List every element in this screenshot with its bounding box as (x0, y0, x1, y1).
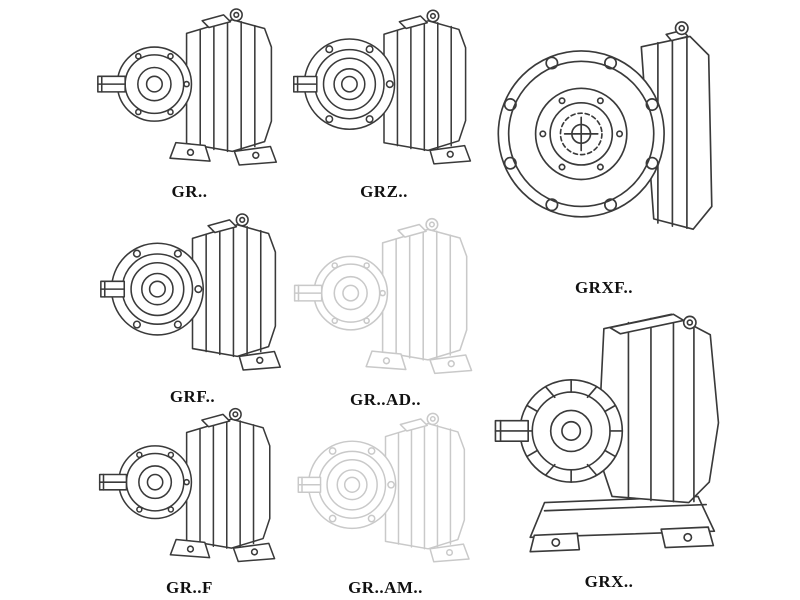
model-label-gr-ad: GR..AD.. (349, 390, 422, 409)
model-label-grx: GRX.. (584, 572, 634, 591)
single-stage-foot-mounted-gear-unit-drawing (490, 300, 728, 566)
model-label-grxf: GRXF.. (574, 278, 634, 297)
model-label-gr-f: GR..F (166, 578, 213, 597)
model-label-gr-am: GR..AM.. (348, 578, 423, 597)
model-label-grf: GRF.. (169, 387, 216, 406)
figure-gr-ad: GR..AD.. (288, 210, 483, 410)
flange-ring-helical-gear-unit-drawing (288, 0, 480, 176)
figure-grxf: GRXF.. (490, 2, 718, 298)
large-flange-gear-unit-drawing (490, 2, 718, 272)
foot-mounted-helical-gear-unit-drawing (92, 0, 287, 176)
model-label-gr: GR.. (171, 182, 208, 201)
input-adapter-gear-unit-phantom-drawing (288, 210, 483, 384)
foot-shaft-helical-gear-unit-drawing (92, 400, 287, 572)
motor-adapter-gear-unit-phantom-drawing (288, 405, 483, 572)
figure-grx: GRX.. (490, 300, 728, 592)
figure-gr-f: GR..F (92, 400, 287, 598)
figure-grz: GRZ.. (288, 0, 480, 202)
figure-gr: GR.. (92, 0, 287, 202)
flange-mounted-helical-gear-unit-drawing (95, 205, 290, 381)
figure-gr-am: GR..AM.. (288, 405, 483, 598)
model-label-grz: GRZ.. (360, 182, 408, 201)
figure-grf: GRF.. (95, 205, 290, 407)
